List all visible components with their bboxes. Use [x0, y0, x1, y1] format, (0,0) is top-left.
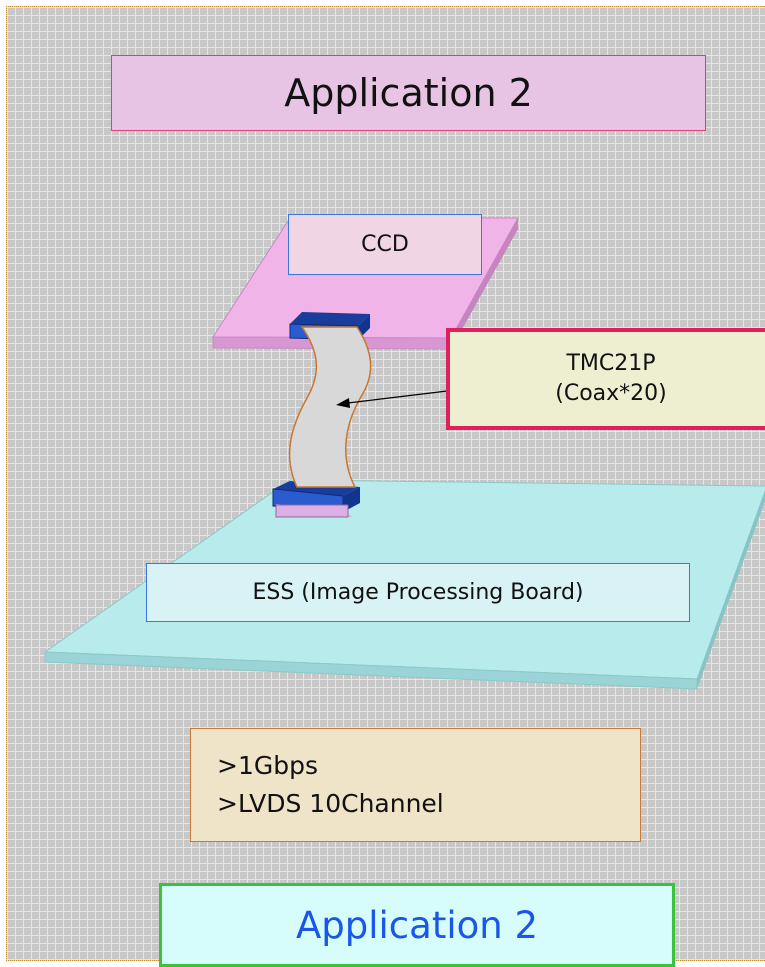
- ccd-label-box: CCD: [288, 214, 482, 275]
- ccd-label: CCD: [361, 232, 409, 257]
- cable-model: TMC21P: [566, 351, 656, 376]
- bottom-connector: [272, 481, 360, 518]
- callout-arrow: [336, 390, 448, 408]
- spec-line-channels: >LVDS 10Channel: [217, 789, 444, 818]
- cable-callout: TMC21P (Coax*20): [446, 328, 765, 430]
- coax-cable: [288, 326, 372, 488]
- ess-label: ESS (Image Processing Board): [252, 580, 584, 605]
- footer-caption-text: Application 2: [295, 903, 539, 947]
- spec-box: >1Gbps >LVDS 10Channel: [190, 728, 641, 842]
- page-title: Application 2: [111, 55, 706, 131]
- ess-label-box: ESS (Image Processing Board): [146, 563, 690, 622]
- cable-spec: (Coax*20): [555, 381, 667, 406]
- footer-caption: Application 2: [159, 883, 675, 967]
- page-title-text: Application 2: [284, 71, 533, 115]
- spec-line-bandwidth: >1Gbps: [217, 751, 318, 780]
